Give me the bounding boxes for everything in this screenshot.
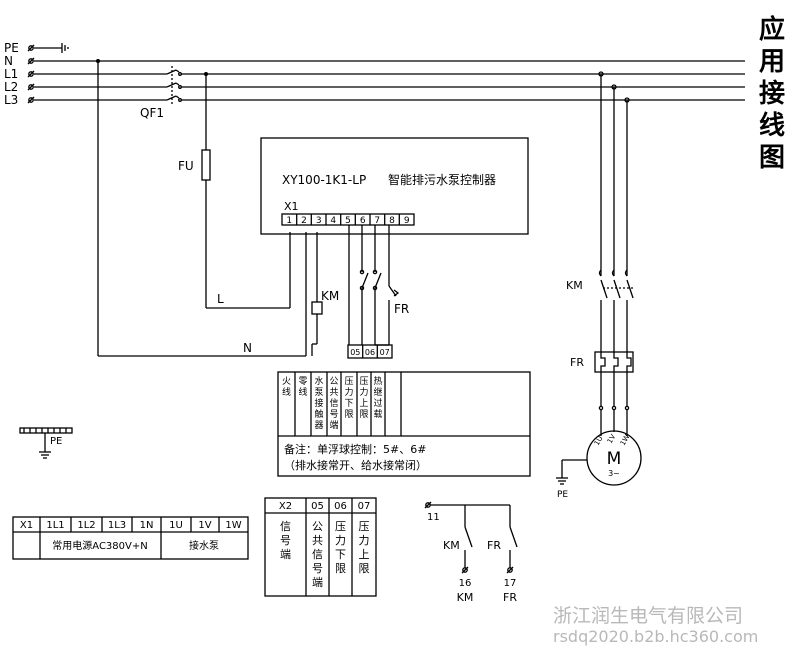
signal-body-col-3: 压力下限 (335, 520, 346, 575)
aux-bottom-16-num: 16 (459, 578, 472, 589)
signal-body-col-4: 压力上限 (359, 520, 370, 575)
ext-terminal-06: 06 (365, 348, 375, 357)
aux-contacts (424, 501, 518, 574)
terminal-numbers: 1 2 3 4 5 6 7 8 9 (286, 216, 409, 226)
power-table-row1: X1 1L1 1L2 1L3 1N 1U 1V 1W (20, 520, 242, 531)
function-col-3: 水泵接触器 (314, 375, 323, 431)
motor-m-label: M (607, 449, 622, 469)
aux-bottom-17-label: FR (503, 591, 517, 604)
motor-km-label: KM (566, 279, 583, 292)
signal-header-05: 05 (311, 501, 324, 512)
terminal-2: 2 (301, 216, 307, 226)
title-char-2: 用 (759, 47, 785, 77)
aux-fr-label: FR (487, 539, 501, 552)
motor-phase-1v: 1V (606, 433, 618, 445)
power-cell-1l1: 1L1 (46, 520, 64, 531)
function-col-4: 公共信号端 (329, 376, 338, 431)
terminal-3: 3 (316, 216, 322, 226)
power-cell-1w: 1W (225, 520, 241, 531)
terminal-strip (281, 213, 415, 226)
title-char-1: 应 (759, 14, 785, 45)
watermark-company: 浙江润生电气有限公司 (553, 605, 743, 627)
terminal-7: 7 (374, 216, 380, 226)
fuse-label: FU (178, 159, 194, 173)
bus-labels: PE N L1 L2 L3 (4, 41, 19, 107)
function-col-1: 火线 (282, 376, 291, 398)
controller-box (260, 137, 529, 235)
power-cell-1n: 1N (140, 520, 154, 531)
function-col-6: 压力上限 (359, 376, 368, 420)
aux-top-terminal: 11 (427, 512, 440, 523)
terminal-5: 5 (345, 216, 351, 226)
motor-symbol (586, 430, 642, 486)
signal-header-06: 06 (334, 501, 347, 512)
signal-table-header: X2 05 06 07 (279, 501, 370, 512)
motor-circuit (556, 71, 642, 486)
bus-label-l1: L1 (4, 67, 18, 81)
aux-bottom-17-num: 17 (504, 578, 517, 589)
title-char-4: 线 (759, 111, 785, 141)
bus-label-pe: PE (4, 41, 19, 55)
function-col-5: 压力下限 (344, 376, 353, 420)
motor-phase-1u: 1U (593, 435, 605, 447)
power-supply-label: 常用电源AC380V+N (52, 539, 147, 552)
note-line-2: （排水接常开、给水接常闭） (284, 458, 427, 472)
wire-l-label: L (217, 292, 224, 306)
terminal-1: 1 (286, 216, 292, 226)
motor-pe-label: PE (557, 490, 568, 500)
controller-name: 智能排污水泵控制器 (388, 172, 496, 187)
breaker-label: QF1 (140, 106, 164, 120)
bus-label-l3: L3 (4, 93, 18, 107)
terminal-8: 8 (389, 216, 395, 226)
aux-km-label: KM (443, 539, 460, 552)
km-coil (311, 301, 323, 315)
signal-table (264, 497, 377, 597)
ext-terminal-numbers: 05 06 07 (350, 348, 390, 357)
pe-bar (19, 427, 73, 459)
pe-line (34, 43, 69, 53)
aux-bottom-16-label: KM (457, 591, 474, 604)
terminal-block-label: X1 (284, 200, 299, 213)
pump-label: 接水泵 (189, 539, 219, 552)
note-line-1: 备注：单浮球控制：5#、6# (284, 442, 426, 456)
power-cell-1u: 1U (169, 520, 183, 531)
signal-table-body: 信号端 公共信号端 压力下限 压力上限 (280, 520, 370, 589)
signal-body-col-1: 信号端 (280, 520, 291, 561)
diagram-title: 应 用 接 线 图 (759, 14, 785, 173)
fr-contact-label: FR (394, 302, 409, 316)
controller-model: XY100-1K1-LP (282, 173, 366, 187)
function-table (277, 371, 531, 477)
motor-fr-label: FR (570, 356, 584, 369)
power-table (12, 516, 249, 560)
ext-terminal-07: 07 (380, 348, 390, 357)
fuse-fu (201, 149, 211, 181)
terminal-4: 4 (330, 216, 336, 226)
pe-bar-label: PE (50, 436, 62, 447)
terminal-9: 9 (404, 216, 410, 226)
ext-terminal-05: 05 (350, 348, 360, 357)
power-cell-1l3: 1L3 (108, 520, 126, 531)
bus-label-l2: L2 (4, 80, 18, 94)
km-coil-label: KM (321, 289, 339, 303)
signal-header-07: 07 (358, 501, 371, 512)
power-cell-x1: X1 (20, 520, 33, 531)
ext-terminal-box (347, 344, 393, 359)
bus-terminals (27, 44, 35, 104)
title-char-5: 图 (759, 143, 785, 173)
terminal-6: 6 (360, 216, 366, 226)
motor-phase-count: 3~ (608, 469, 620, 478)
bus-label-n: N (4, 54, 13, 68)
title-char-3: 接 (759, 79, 785, 109)
watermark-url: rsdq2020.b2b.hc360.com (553, 627, 758, 646)
function-col-2: 零线 (298, 376, 307, 398)
signal-body-col-2: 公共信号端 (312, 520, 323, 589)
power-cell-1l2: 1L2 (77, 520, 95, 531)
breaker-qf1 (166, 66, 182, 104)
function-col-7: 热继过载 (373, 375, 382, 420)
wire-n-label: N (243, 341, 252, 355)
signal-header-x2: X2 (279, 501, 292, 512)
power-cell-1v: 1V (198, 520, 211, 531)
